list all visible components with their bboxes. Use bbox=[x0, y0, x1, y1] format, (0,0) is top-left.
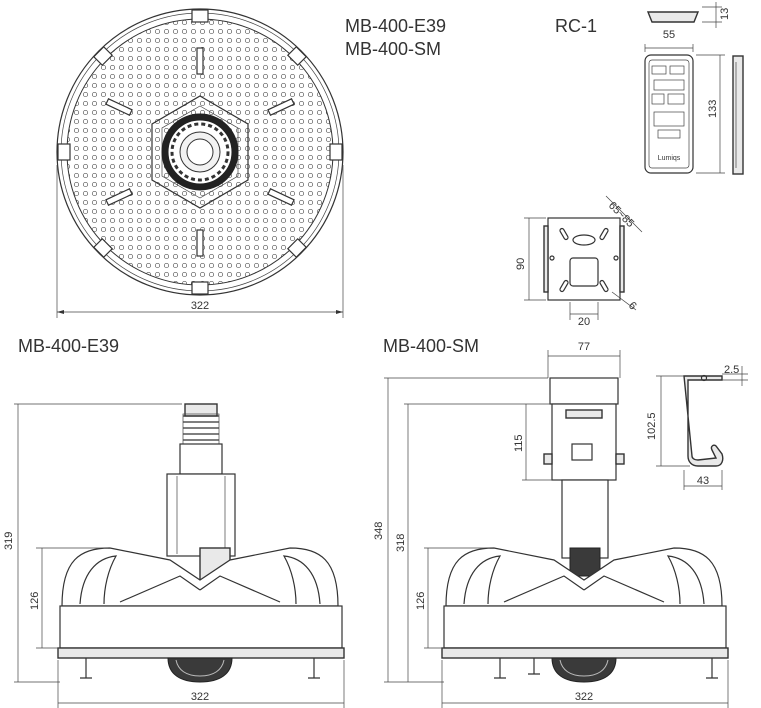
mounting-bracket bbox=[524, 195, 643, 320]
sm-housing bbox=[443, 605, 727, 649]
remote-brand: Lumiqs bbox=[658, 155, 681, 162]
perimeter-tabs bbox=[57, 9, 343, 295]
top-view bbox=[56, 8, 344, 318]
sm-sensor bbox=[551, 657, 617, 683]
dim-sm-body-height: 126 bbox=[415, 592, 427, 610]
side-left-model-label: MB-400-E39 bbox=[18, 336, 119, 356]
dim-sm-bracket-height: 115 bbox=[513, 434, 525, 452]
sm-wings bbox=[445, 547, 723, 607]
remote-model-label: RC-1 bbox=[555, 16, 597, 36]
dim-hook-offset: 2.5 bbox=[724, 364, 739, 376]
dim-hook-height: 102.5 bbox=[646, 412, 658, 440]
remote-front-view bbox=[644, 44, 725, 174]
dim-top-diameter: 322 bbox=[191, 300, 209, 312]
center-lens bbox=[186, 138, 214, 166]
dim-sm-width: 322 bbox=[575, 691, 593, 703]
dim-bracket-hole-width: 20 bbox=[578, 316, 590, 328]
sm-side-view bbox=[384, 350, 729, 708]
outer-ring bbox=[56, 8, 344, 296]
dim-bracket-height: 90 bbox=[515, 258, 527, 270]
dim-sm-body-to-top: 318 bbox=[395, 534, 407, 552]
hook-bracket-detail bbox=[656, 366, 748, 490]
dim-remote-height: 133 bbox=[707, 100, 719, 118]
dim-remote-thickness: 13 bbox=[719, 8, 731, 20]
dim-sm-total-height: 348 bbox=[373, 522, 385, 540]
dim-e39-width: 322 bbox=[191, 691, 209, 703]
dim-bracket-hole-dia: 6 bbox=[626, 300, 639, 313]
dim-e39-body-height: 126 bbox=[29, 592, 41, 610]
dim-hook-width: 43 bbox=[697, 475, 709, 487]
e39-neck bbox=[166, 473, 236, 557]
e39-side-view bbox=[14, 403, 345, 708]
e39-wings bbox=[61, 547, 339, 607]
center-hexagon bbox=[151, 95, 249, 209]
top-model-label-1: MB-400-E39 bbox=[345, 16, 446, 36]
remote-body bbox=[644, 54, 694, 174]
remote-side-top-view bbox=[646, 2, 722, 28]
e39-sensor bbox=[167, 657, 233, 683]
radial-slots bbox=[105, 47, 295, 257]
top-model-label-2: MB-400-SM bbox=[345, 39, 441, 59]
dim-remote-width: 55 bbox=[663, 29, 675, 41]
remote-side-view bbox=[732, 55, 744, 175]
side-right-model-label: MB-400-SM bbox=[383, 336, 479, 356]
e39-housing bbox=[59, 605, 343, 649]
sm-neck bbox=[561, 479, 609, 559]
sm-bracket bbox=[551, 403, 617, 481]
dim-e39-total-height: 319 bbox=[3, 532, 15, 550]
dim-sm-width-top: 77 bbox=[578, 341, 590, 353]
